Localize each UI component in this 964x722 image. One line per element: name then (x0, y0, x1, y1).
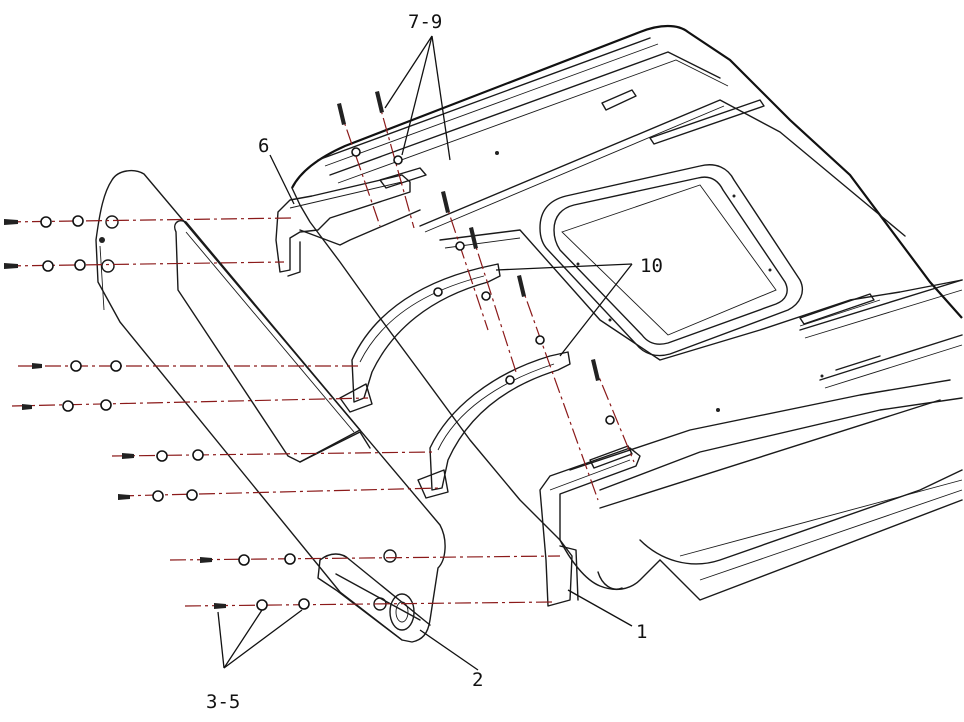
fastener-row-1 (4, 215, 84, 228)
sun-visor-2 (95, 169, 446, 643)
label-10: 10 (640, 255, 663, 277)
fastener-row-2 (4, 259, 86, 272)
fastener-row-3 (32, 360, 122, 372)
rear-bracket-1 (539, 445, 641, 607)
callout-leaders (217, 35, 633, 671)
roof-hatch (539, 164, 804, 357)
label-3-5: 3-5 (206, 691, 240, 713)
curved-bracket-lower (417, 351, 571, 499)
fastener-row-6 (118, 489, 198, 502)
fastener-row-7 (200, 553, 296, 566)
front-bracket-6 (275, 167, 427, 277)
callout-labels: 7-9 6 10 1 2 3-5 (206, 11, 663, 713)
fastener-row-5 (122, 449, 204, 462)
label-1: 1 (636, 621, 647, 643)
fasteners (4, 91, 615, 611)
curved-bracket-upper (339, 263, 501, 413)
label-7-9: 7-9 (408, 11, 442, 33)
label-6: 6 (258, 135, 269, 157)
roof-panel (291, 24, 963, 601)
label-2: 2 (472, 669, 483, 691)
fastener-axes (4, 91, 635, 607)
fastener-row-8 (214, 598, 310, 611)
top-bolts-7-9 (337, 91, 615, 425)
fastener-row-4 (22, 399, 112, 412)
